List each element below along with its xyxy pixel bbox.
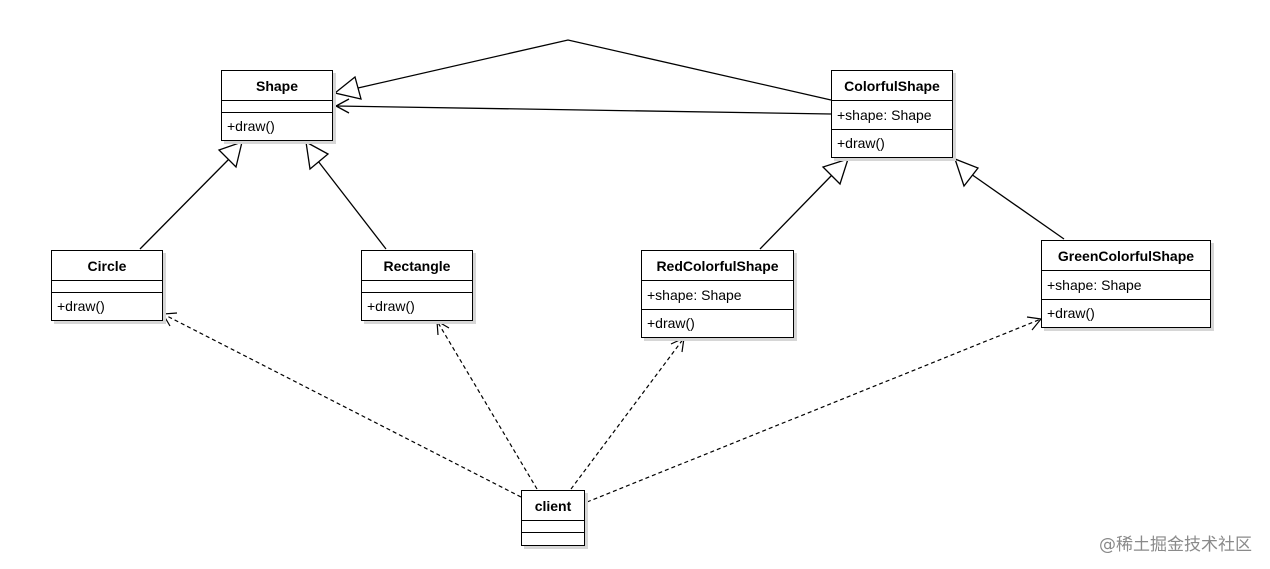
class-attribute-redcolorfulshape: +shape: Shape [642, 281, 793, 310]
class-name-redcolorfulshape: RedColorfulShape [642, 251, 793, 281]
class-operation-greencolorfulshape: +draw() [1047, 305, 1095, 321]
class-attributes-circle [52, 281, 162, 293]
dependency-arrowhead-circle [161, 312, 178, 327]
class-attribute-colorfulshape: +shape: Shape [832, 101, 952, 130]
dependency-line-client-greencolorfulshape [586, 318, 1042, 503]
class-attributes-client [522, 521, 584, 533]
generalization-arrowhead-rectangle [305, 140, 330, 171]
generalization-arrowhead-redcolorfulshape [821, 157, 850, 186]
class-colorfulshape[interactable]: ColorfulShape +shape: Shape +draw() [831, 70, 953, 158]
dependency-line-client-redcolorfulshape [570, 337, 685, 490]
association-arrowhead-shape [334, 98, 350, 114]
class-operation-shape: +draw() [227, 118, 275, 134]
class-operation-circle: +draw() [57, 298, 105, 314]
class-greencolorfulshape[interactable]: GreenColorfulShape +shape: Shape +draw() [1041, 240, 1211, 328]
class-attributes-rectangle [362, 281, 472, 293]
class-operations-client [522, 533, 584, 545]
class-operation-redcolorfulshape: +draw() [647, 315, 695, 331]
class-name-rectangle: Rectangle [362, 251, 472, 281]
class-attribute-greencolorfulshape: +shape: Shape [1042, 271, 1210, 300]
class-shape[interactable]: Shape +draw() [221, 70, 333, 141]
dependency-arrowhead-redcolorfulshape [670, 336, 685, 353]
generalization-line-redcolorfulshape-colorfulshape [759, 174, 833, 250]
class-name-greencolorfulshape: GreenColorfulShape [1042, 241, 1210, 271]
class-name-colorfulshape: ColorfulShape [832, 71, 952, 101]
dependency-line-client-circle [162, 313, 522, 498]
generalization-arrowhead-circle [217, 140, 243, 169]
class-name-circle: Circle [52, 251, 162, 281]
generalization-line-colorfulshape-shape [357, 39, 832, 101]
class-operation-colorfulshape: +draw() [837, 135, 885, 151]
class-name-client: client [522, 491, 584, 521]
generalization-arrowhead-greencolorfulshape [953, 157, 980, 188]
generalization-line-circle-shape [139, 157, 231, 250]
class-operation-rectangle: +draw() [367, 298, 415, 314]
generalization-arrowhead-shape-top [333, 75, 362, 100]
dependency-line-client-rectangle [436, 320, 538, 490]
class-client[interactable]: client [521, 490, 585, 546]
watermark-text: @稀土掘金技术社区 [1099, 535, 1252, 555]
class-rectangle[interactable]: Rectangle +draw() [361, 250, 473, 321]
class-redcolorfulshape[interactable]: RedColorfulShape +shape: Shape +draw() [641, 250, 794, 338]
dependency-arrowhead-rectangle [436, 319, 450, 336]
class-attributes-shape [222, 101, 332, 113]
class-circle[interactable]: Circle +draw() [51, 250, 163, 321]
class-name-shape: Shape [222, 71, 332, 101]
generalization-line-greencolorfulshape-colorfulshape [970, 173, 1065, 240]
association-line-colorfulshape-shape [335, 105, 832, 115]
generalization-line-rectangle-shape [317, 160, 387, 250]
